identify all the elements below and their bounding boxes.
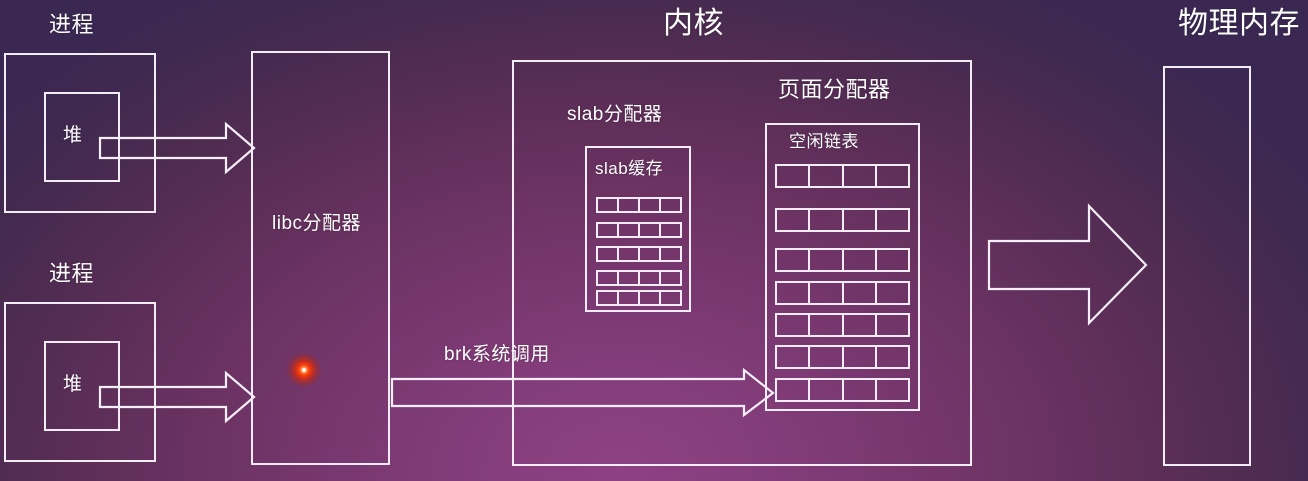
memory-cell <box>640 224 661 236</box>
memory-cell <box>598 272 619 284</box>
memory-cell <box>661 248 680 260</box>
libc-allocator-box <box>251 51 390 465</box>
memory-cell-row <box>775 248 910 272</box>
memory-cell <box>810 166 844 186</box>
memory-cell <box>877 210 908 230</box>
memory-cell <box>810 347 844 367</box>
memory-cell-row <box>775 281 910 305</box>
slab-cache-box <box>585 146 691 312</box>
memory-cell <box>877 166 908 186</box>
memory-cell <box>844 283 877 303</box>
memory-cell <box>640 199 661 211</box>
slab-allocator-label: slab分配器 <box>567 104 663 125</box>
memory-cell <box>844 380 877 400</box>
memory-cell <box>661 199 680 211</box>
memory-cell <box>877 315 908 335</box>
memory-cell <box>777 250 811 270</box>
memory-cell <box>661 292 680 304</box>
page-allocator-label: 页面分配器 <box>778 77 891 102</box>
cursor-highlight-dot <box>287 353 321 387</box>
memory-cell <box>661 272 680 284</box>
process-bottom-box <box>4 302 156 462</box>
memory-cell-row <box>596 197 682 213</box>
arrow-heap-top-to-libc <box>98 121 256 175</box>
memory-cell <box>810 315 844 335</box>
memory-cell <box>844 166 877 186</box>
memory-cell <box>661 224 680 236</box>
memory-cell-row <box>775 378 910 402</box>
kernel-box <box>512 60 972 466</box>
process-bottom-label: 进程 <box>49 261 95 286</box>
free-list-box <box>765 123 920 411</box>
memory-cell <box>877 347 908 367</box>
memory-cell <box>598 248 619 260</box>
memory-cell-row <box>596 222 682 238</box>
memory-cell <box>877 283 908 303</box>
memory-cell <box>844 347 877 367</box>
heap-bottom-label: 堆 <box>63 374 83 395</box>
memory-cell <box>777 315 811 335</box>
memory-cell <box>777 166 811 186</box>
memory-cell-row <box>775 208 910 232</box>
arrow-brk-syscall <box>390 367 775 418</box>
slab-cache-label: slab缓存 <box>595 159 664 178</box>
memory-cell <box>619 272 640 284</box>
memory-cell <box>777 380 811 400</box>
memory-cell <box>619 199 640 211</box>
memory-cell <box>619 248 640 260</box>
physical-memory-box <box>1163 66 1251 466</box>
process-top-box <box>4 53 156 213</box>
memory-cell-row <box>775 313 910 337</box>
memory-cell-row <box>775 345 910 369</box>
memory-cell <box>777 210 811 230</box>
memory-cell <box>598 292 619 304</box>
memory-cell <box>810 210 844 230</box>
memory-cell <box>844 250 877 270</box>
memory-cell-row <box>596 270 682 286</box>
physical-memory-label: 物理内存 <box>1178 7 1300 40</box>
memory-cell <box>777 347 811 367</box>
free-list-label: 空闲链表 <box>789 132 859 151</box>
brk-syscall-label: brk系统调用 <box>444 344 550 365</box>
memory-cell <box>598 199 619 211</box>
memory-cell <box>640 292 661 304</box>
arrow-heap-bottom-to-libc <box>98 370 256 424</box>
memory-cell <box>619 292 640 304</box>
memory-cell <box>598 224 619 236</box>
memory-cell <box>877 250 908 270</box>
memory-cell-row <box>775 164 910 188</box>
memory-cell <box>810 250 844 270</box>
memory-cell <box>640 272 661 284</box>
memory-cell <box>877 380 908 400</box>
memory-cell <box>619 224 640 236</box>
process-top-label: 进程 <box>49 12 95 37</box>
kernel-label: 内核 <box>663 7 724 40</box>
memory-cell <box>810 380 844 400</box>
libc-allocator-label: libc分配器 <box>272 213 362 234</box>
memory-cell <box>844 315 877 335</box>
heap-top-label: 堆 <box>63 125 83 146</box>
memory-cell <box>640 248 661 260</box>
memory-cell <box>777 283 811 303</box>
arrow-kernel-to-physical-memory <box>987 203 1148 326</box>
memory-cell-row <box>596 290 682 306</box>
memory-cell <box>844 210 877 230</box>
memory-cell-row <box>596 246 682 262</box>
memory-cell <box>810 283 844 303</box>
